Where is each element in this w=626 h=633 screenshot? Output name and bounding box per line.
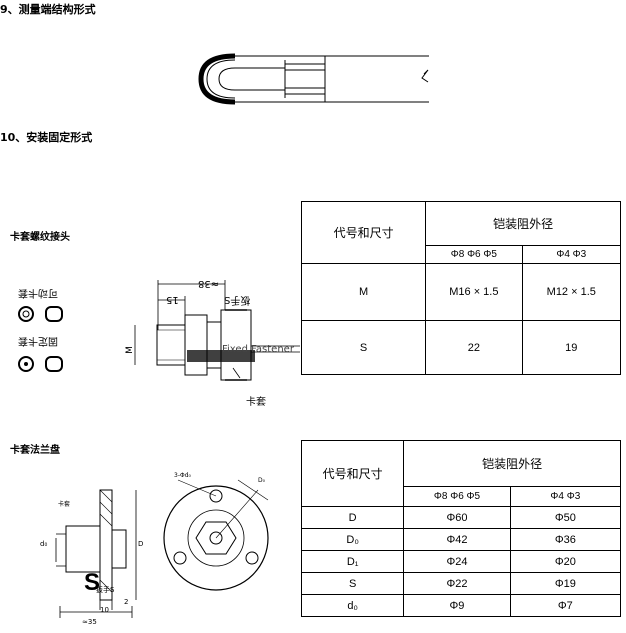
probe-tip-drawing [198, 53, 429, 105]
table1-sub-right: Φ4 Φ3 [521, 245, 622, 264]
table1-row-label: M [300, 263, 427, 321]
flange-front-drawing [163, 479, 269, 591]
table-thread-fitting: 代号和尺寸 铠装阻外径 Φ8 Φ6 Φ5 Φ4 Φ3 M M16 × 1.5 M… [300, 201, 622, 375]
table2-row-cell: Φ50 [509, 506, 622, 529]
dim-d0: d₀ [40, 540, 48, 548]
table2-row-cell: Φ36 [509, 528, 622, 551]
table2-row-cell: Φ7 [509, 594, 622, 617]
table2-row-cell: Φ22 [403, 572, 511, 595]
fixed-sleeve-label: 固定卡套 [18, 335, 58, 346]
table2-sub-right: Φ4 Φ3 [509, 486, 622, 507]
table1-row-cell: 19 [521, 320, 622, 375]
table2-row-label: S [300, 572, 405, 595]
dim-d: D [138, 540, 144, 548]
flange-holes-label: 3-Φd₀ [174, 472, 191, 479]
dim-2: 2 [124, 598, 129, 606]
table2-row-label: D₀ [300, 528, 405, 551]
table2-row-label: D₁ [300, 550, 405, 573]
heading-install-form: 10、安装固定形式 [0, 131, 93, 144]
table2-row-cell: Φ42 [403, 528, 511, 551]
heading-probe-structure: 9、测量端结构形式 [0, 3, 96, 16]
table2-row-cell: Φ19 [509, 572, 622, 595]
fitting1-title: 卡套螺纹接头 [10, 232, 70, 243]
table2-row-label: D [300, 506, 405, 529]
fixed-sleeve-icons [18, 356, 63, 372]
dim-10: 10 [100, 606, 109, 614]
fitting2-title: 卡套法兰盘 [10, 445, 60, 456]
fitting2-side-drawing [55, 489, 137, 618]
table2-row-cell: Φ24 [403, 550, 511, 573]
table1-row-cell: M16 × 1.5 [425, 263, 523, 321]
flange-d0-label: D₀ [258, 477, 266, 484]
table1-header-right: 铠装阻外径 [425, 201, 621, 246]
table2-sub-left: Φ8 Φ6 Φ5 [403, 486, 511, 507]
dim-m: M [124, 346, 135, 354]
table2-row-label: d₀ [300, 594, 405, 617]
fitting1-drawing [134, 280, 300, 381]
table1-sub-left: Φ8 Φ6 Φ5 [425, 245, 523, 264]
table1-row-cell: 22 [425, 320, 523, 375]
fitting2-big-s: S [84, 569, 101, 596]
table1-header-left: 代号和尺寸 [300, 201, 427, 264]
fixed-fastener-label: Fixed Fastener [222, 344, 294, 355]
dim-35: ≈35 [82, 618, 97, 626]
fitting2-sleeve-label: 卡套 [58, 501, 71, 508]
dim-wrench-s: 板手S [224, 294, 251, 305]
table1-row-label: S [300, 320, 427, 375]
movable-sleeve-label: 可动卡套 [18, 287, 58, 298]
table2-row-cell: Φ60 [403, 506, 511, 529]
fitting2-wrench-label: 扳手S [96, 586, 115, 594]
table2-row-cell: Φ20 [509, 550, 622, 573]
table2-header-left: 代号和尺寸 [300, 440, 405, 507]
fitting1-sleeve-label: 卡套 [246, 397, 266, 408]
movable-sleeve-icons [18, 306, 63, 322]
dim-15: 15 [166, 294, 179, 305]
table2-header-right: 铠装阻外径 [403, 440, 621, 487]
table1-row-cell: M12 × 1.5 [521, 263, 622, 321]
table2-row-cell: Φ9 [403, 594, 511, 617]
dim-38: ≈38 [198, 278, 220, 289]
